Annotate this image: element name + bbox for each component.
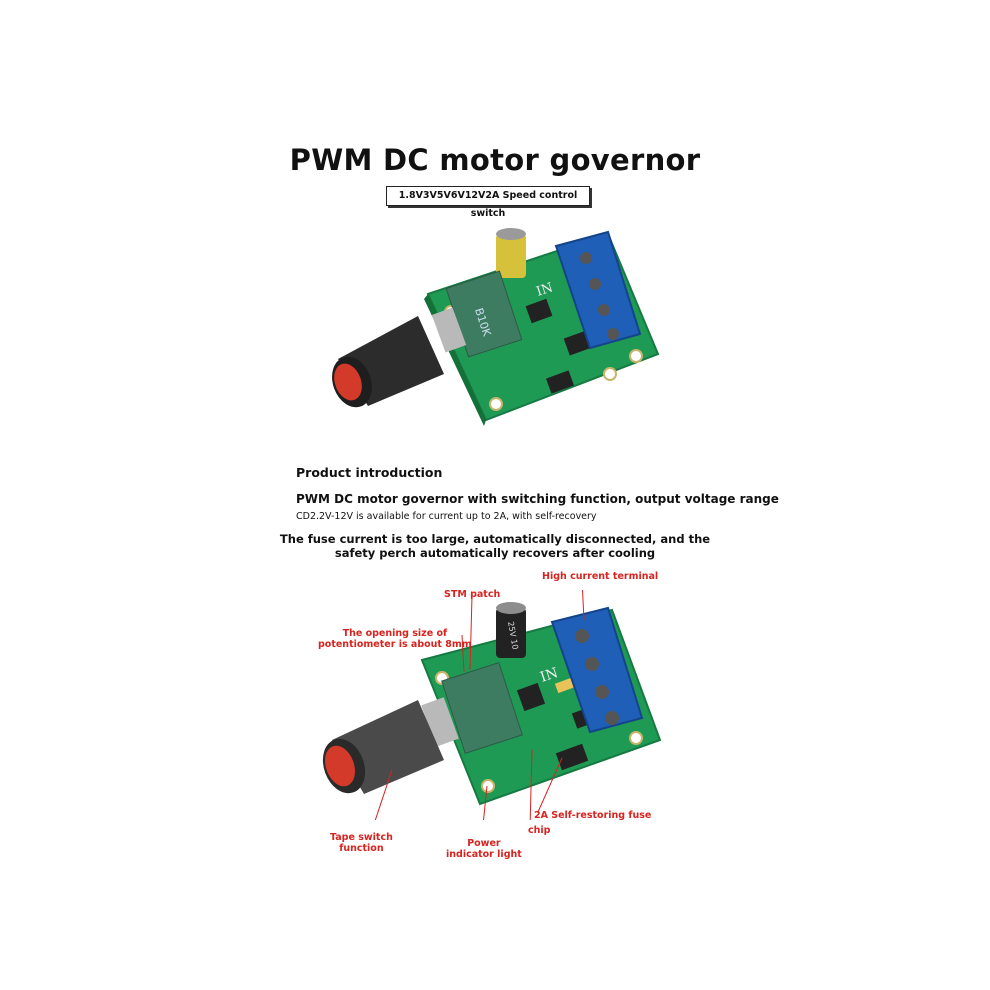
intro-text-1: PWM DC motor governor with switching fun… xyxy=(296,492,779,506)
in-label: IN xyxy=(535,280,555,299)
product-photo-top: IN B10K xyxy=(332,228,660,426)
screw-terminal xyxy=(554,230,642,350)
callout-potentiometer-line2: potentiometer is about 8mm xyxy=(318,639,472,650)
intro-text-2: CD2.2V-12V is available for current up t… xyxy=(296,511,597,522)
page-title: PWM DC motor governor xyxy=(289,143,701,177)
callout-self-restoring-fuse: 2A Self-restoring fuse xyxy=(534,810,652,821)
knob xyxy=(322,700,444,794)
callout-lines xyxy=(374,590,585,820)
callout-tape-switch: Tape switch function xyxy=(330,832,393,854)
intro-text-3b: safety perch automatically recovers afte… xyxy=(334,546,656,560)
callout-stm-patch: STM patch xyxy=(444,589,501,600)
in-label: IN xyxy=(538,665,560,686)
product-photo-annotated: IN 25V 10 xyxy=(322,590,662,820)
potentiometer: B10K xyxy=(431,270,523,358)
callout-tape-switch-line1: Tape switch xyxy=(330,832,393,843)
intro-heading: Product introduction xyxy=(296,465,443,480)
callout-potentiometer-opening: The opening size of potentiometer is abo… xyxy=(318,628,472,650)
intro-text-3: The fuse current is too large, automatic… xyxy=(0,532,990,560)
callout-high-current-terminal: High current terminal xyxy=(542,571,659,582)
knob xyxy=(332,316,444,408)
callout-power-indicator: Power indicator light xyxy=(446,838,522,860)
intro-text-3a: The fuse current is too large, automatic… xyxy=(279,532,711,546)
screw-terminal xyxy=(550,606,644,734)
callout-potentiometer-line1: The opening size of xyxy=(342,628,448,639)
capacitor: 25V 10 xyxy=(496,602,526,658)
capacitor xyxy=(496,228,526,278)
callout-chip: chip xyxy=(528,825,551,836)
callout-power-line2: indicator light xyxy=(446,849,522,860)
subtitle-badge: 1.8V3V5V6V12V2A Speed control switch xyxy=(386,186,590,219)
callout-tape-switch-line2: function xyxy=(339,843,384,854)
potentiometer xyxy=(421,661,523,755)
callout-power-line1: Power xyxy=(467,838,501,849)
